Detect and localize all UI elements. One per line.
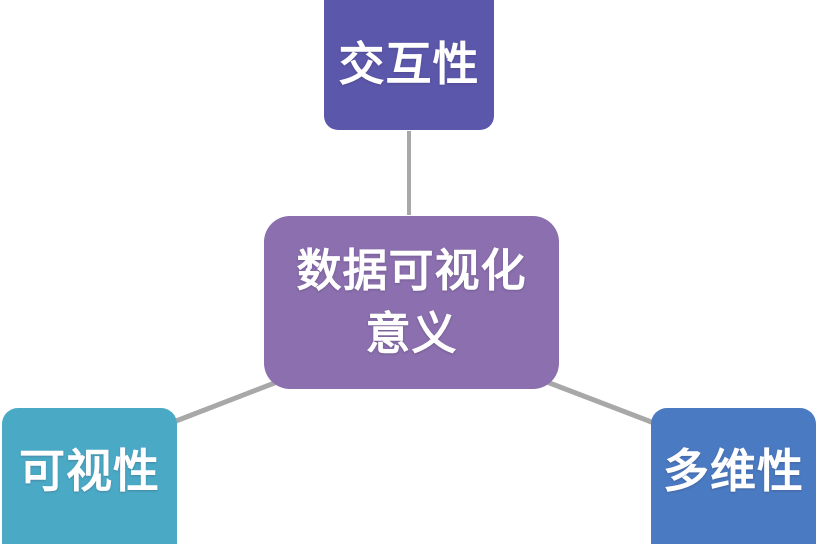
node-visibility-label: 可视性: [19, 445, 160, 498]
connector-center-to-visibility: [173, 379, 280, 424]
node-visibility[interactable]: 可视性: [2, 408, 177, 544]
node-multidimensional-label: 多维性: [663, 445, 804, 498]
node-multidimensional[interactable]: 多维性: [651, 408, 816, 544]
node-center-topic-label: 数据可视化 意义: [296, 245, 527, 359]
node-center-topic[interactable]: 数据可视化 意义: [264, 216, 559, 389]
connector-center-to-multidimensional: [544, 379, 657, 426]
node-interactivity[interactable]: 交互性: [324, 0, 494, 130]
node-interactivity-label: 交互性: [338, 38, 480, 91]
